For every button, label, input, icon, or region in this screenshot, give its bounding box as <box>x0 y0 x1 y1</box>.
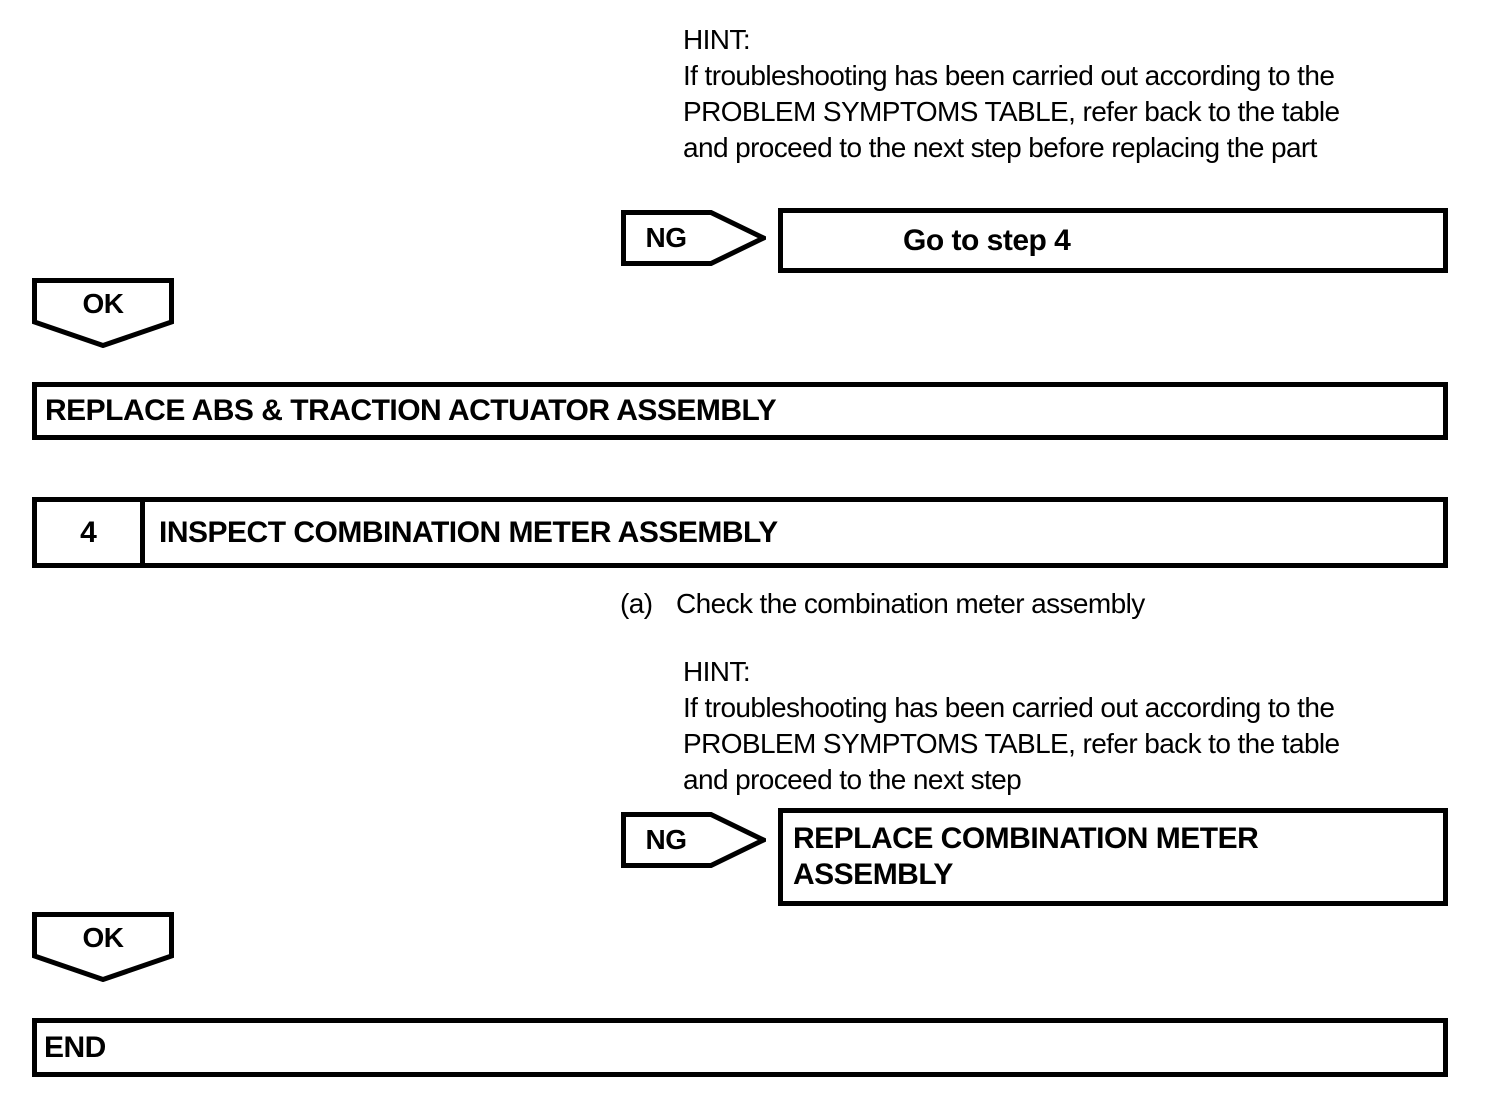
ok-label: OK <box>82 288 125 319</box>
step-number: 4 <box>37 502 145 563</box>
ok-connector-2: OK <box>32 912 174 982</box>
hint-body-text: If troubleshooting has been carried out … <box>683 60 1340 163</box>
substep-a-row: (a) Check the combination meter assembly <box>620 586 1460 622</box>
step4-hint-block: HINT: If troubleshooting has been carrie… <box>683 654 1453 798</box>
step-title: INSPECT COMBINATION METER ASSEMBLY <box>159 515 778 549</box>
goto-step4-label: Go to step 4 <box>903 223 1071 257</box>
substep-marker: (a) <box>620 588 653 619</box>
goto-step4-box: Go to step 4 <box>778 208 1448 273</box>
ok-arrow-icon <box>32 278 174 348</box>
ng-label: NG <box>645 222 688 253</box>
ng-arrow-icon <box>621 812 766 868</box>
replace-combination-meter-box: REPLACE COMBINATION METER ASSEMBLY <box>778 808 1448 906</box>
replace-abs-actuator-box: REPLACE ABS & TRACTION ACTUATOR ASSEMBLY <box>32 382 1448 440</box>
replace-abs-actuator-label: REPLACE ABS & TRACTION ACTUATOR ASSEMBLY <box>45 394 777 427</box>
ng-connector-2: NG <box>621 812 766 868</box>
ng-connector-1: NG <box>621 210 766 266</box>
ng-arrow-icon <box>621 210 766 266</box>
ok-connector-1: OK <box>32 278 174 348</box>
top-hint-block: HINT: If troubleshooting has been carrie… <box>683 22 1453 166</box>
hint-body-text: If troubleshooting has been carried out … <box>683 692 1340 795</box>
end-box: END <box>32 1018 1448 1077</box>
end-label: END <box>44 1030 106 1064</box>
ok-arrow-icon <box>32 912 174 982</box>
substep-text: Check the combination meter assembly <box>676 588 1145 619</box>
ng-label: NG <box>645 824 688 855</box>
hint-title: HINT: <box>683 24 751 55</box>
step-4-header-box: 4 INSPECT COMBINATION METER ASSEMBLY <box>32 497 1448 568</box>
ok-label: OK <box>82 922 125 953</box>
hint-title: HINT: <box>683 656 751 687</box>
replace-combination-meter-label: REPLACE COMBINATION METER ASSEMBLY <box>793 822 1259 891</box>
